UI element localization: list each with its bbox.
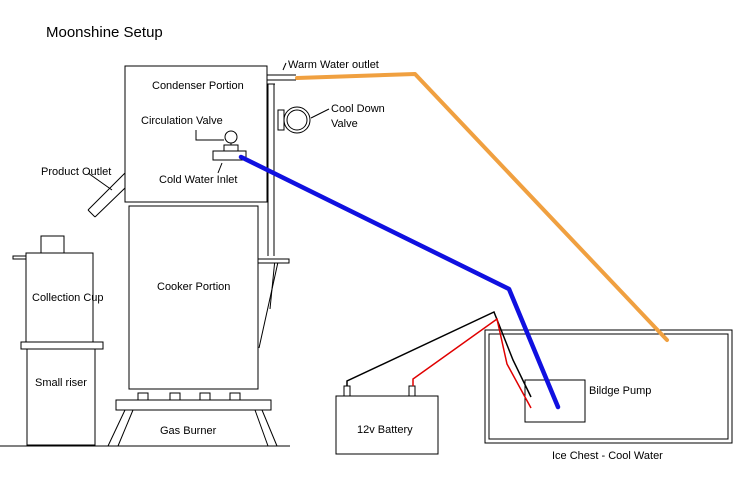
- warm-water-outlet-pipe: [267, 74, 296, 81]
- battery-box: [335, 395, 439, 455]
- cool-down-valve-label-line2: Valve: [331, 118, 358, 130]
- circulation-valve-leader: [195, 130, 224, 141]
- bildge-pump-label: Bildge Pump: [589, 385, 651, 397]
- ice-chest-label: Ice Chest - Cool Water: [552, 450, 663, 462]
- warm-water-outlet-leader: [282, 62, 287, 71]
- diagram-title: Moonshine Setup: [46, 24, 163, 41]
- battery-terminal-positive: [408, 385, 416, 397]
- cold-water-inlet-leader: [217, 162, 223, 174]
- battery-label: 12v Battery: [357, 424, 413, 436]
- cold-water-inlet-label: Cold Water Inlet: [159, 174, 237, 186]
- red-wire: [412, 317, 532, 409]
- cooker-label: Cooker Portion: [157, 281, 230, 293]
- support-bracket: [257, 258, 290, 264]
- cool-down-valve: [277, 106, 311, 134]
- warm-water-hose: [295, 72, 669, 342]
- cold-water-hose: [238, 154, 561, 410]
- gas-burner-label: Gas Burner: [160, 425, 217, 437]
- small-riser-label: Small riser: [35, 377, 87, 389]
- collection-cup-lid: [40, 235, 65, 254]
- cool-down-valve-label-line1: Cool Down: [331, 103, 385, 115]
- warm-water-outlet-label: Warm Water outlet: [288, 59, 379, 71]
- gas-burner-plate: [115, 399, 272, 411]
- battery-terminal-negative: [343, 385, 351, 397]
- condenser-label: Condenser Portion: [152, 80, 244, 92]
- circulation-valve-label: Circulation Valve: [141, 115, 223, 127]
- product-outlet-pipe: [87, 172, 126, 218]
- product-outlet-leader: [87, 172, 113, 191]
- product-outlet-label: Product Outlet: [41, 166, 111, 178]
- black-wire: [346, 310, 532, 398]
- gas-burner-jets: [137, 392, 241, 401]
- collection-cup-body: [25, 252, 94, 343]
- small-riser-body: [26, 348, 96, 446]
- small-riser-top: [20, 341, 104, 350]
- ice-chest: [484, 329, 733, 444]
- gas-burner-legs: [107, 409, 278, 447]
- cool-down-valve-leader: [310, 108, 330, 119]
- circulation-valve: [212, 130, 247, 161]
- collection-cup-label: Collection Cup: [32, 292, 104, 304]
- cooker-box: [128, 205, 259, 390]
